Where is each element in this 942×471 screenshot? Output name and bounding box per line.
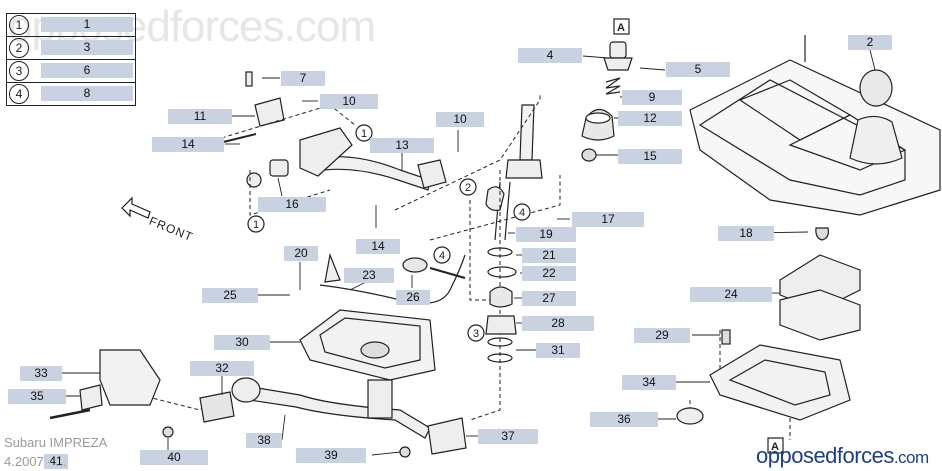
legend-row: 2 3: [7, 37, 135, 60]
part-label-21[interactable]: 21: [522, 248, 576, 263]
part-label-13[interactable]: 13: [370, 138, 434, 153]
ref-1-b: 1: [253, 219, 259, 231]
legend-symbol: 1: [9, 15, 29, 35]
legend-table: 1 1 2 3 3 6 4 8: [6, 13, 136, 106]
ref-3: 3: [473, 328, 479, 340]
part-label-10-a[interactable]: 10: [320, 94, 378, 109]
part-label-27[interactable]: 27: [522, 291, 576, 306]
pivot-parts: [485, 247, 517, 363]
part-label-26[interactable]: 26: [396, 290, 430, 305]
brand-name: opposedforces: [756, 443, 894, 468]
legend-value[interactable]: 3: [41, 40, 133, 55]
ref-4-a: 4: [519, 207, 525, 219]
part-label-34[interactable]: 34: [622, 375, 676, 390]
legend-value[interactable]: 8: [41, 86, 133, 101]
marker-a-top-text: A: [617, 22, 625, 34]
part-label-41[interactable]: 41: [44, 454, 68, 469]
boot-upper-parts: [581, 41, 633, 162]
shift-rod: [214, 71, 447, 191]
part-label-12[interactable]: 12: [618, 111, 682, 126]
part-label-5[interactable]: 5: [666, 62, 730, 77]
legend-symbol: 2: [9, 38, 29, 58]
part-label-37[interactable]: 37: [478, 429, 538, 444]
part-label-14-a[interactable]: 14: [152, 137, 224, 152]
part-label-4[interactable]: 4: [518, 48, 582, 63]
part-label-29[interactable]: 29: [634, 328, 690, 343]
brand-domain: .com: [893, 448, 929, 467]
part-label-30[interactable]: 30: [214, 335, 270, 350]
part-label-33[interactable]: 33: [20, 366, 62, 381]
part-label-22[interactable]: 22: [522, 266, 576, 281]
part-label-31[interactable]: 31: [536, 343, 580, 358]
legend-row: 3 6: [7, 60, 135, 83]
console-cover: [689, 35, 941, 216]
part-label-36[interactable]: 36: [590, 412, 658, 427]
shifter-housing: [299, 309, 436, 381]
caption-model: Subaru IMPREZA: [4, 435, 108, 450]
shift-lever: [485, 104, 543, 241]
part-label-28[interactable]: 28: [522, 316, 594, 331]
part-label-14-b[interactable]: 14: [356, 239, 400, 254]
reference-circles: [247, 124, 531, 342]
part-label-38[interactable]: 38: [246, 433, 282, 448]
legend-symbol: 4: [9, 84, 29, 104]
legend-value[interactable]: 6: [41, 63, 133, 78]
lower-rod: [199, 377, 467, 455]
shift-knob: [849, 69, 903, 165]
part-label-15[interactable]: 15: [618, 149, 682, 164]
caption-date: 4.2007 - ...: [4, 454, 67, 469]
part-label-23[interactable]: 23: [344, 268, 394, 283]
part-label-11[interactable]: 11: [168, 109, 232, 124]
part-label-24[interactable]: 24: [690, 287, 772, 302]
part-label-2[interactable]: 2: [848, 35, 892, 50]
part-label-32[interactable]: 32: [190, 361, 254, 376]
ref-2: 2: [465, 182, 471, 194]
marker-a-bottom-text: A: [771, 441, 779, 453]
boot-lower-parts: [676, 227, 861, 425]
legend-symbol: 3: [9, 61, 29, 81]
ref-4-b: 4: [439, 250, 445, 262]
marker-a-top: [613, 18, 630, 35]
part-label-9[interactable]: 9: [622, 90, 682, 105]
part-label-19[interactable]: 19: [516, 227, 576, 242]
part-label-39[interactable]: 39: [296, 448, 366, 463]
part-label-40[interactable]: 40: [140, 450, 208, 465]
part-label-20[interactable]: 20: [284, 246, 318, 261]
brand-logo: opposedforces.com: [756, 443, 929, 469]
ref-1-a: 1: [361, 128, 367, 140]
part-label-18[interactable]: 18: [718, 226, 774, 241]
legend-row: 1 1: [7, 14, 135, 37]
part-label-7[interactable]: 7: [281, 71, 325, 86]
legend-value[interactable]: 1: [41, 17, 133, 32]
part-label-10-b[interactable]: 10: [436, 112, 484, 127]
vehicle-caption: Subaru IMPREZA 4.2007 - ...: [4, 433, 107, 471]
part-label-16[interactable]: 16: [258, 197, 326, 212]
part-label-35[interactable]: 35: [8, 389, 66, 404]
marker-a-bottom: [767, 437, 784, 454]
front-arrow-icon: [121, 196, 151, 219]
part-label-17[interactable]: 17: [572, 212, 644, 227]
part-label-25[interactable]: 25: [202, 288, 258, 303]
left-bracket: [49, 349, 411, 458]
legend-row: 4 8: [7, 83, 135, 105]
